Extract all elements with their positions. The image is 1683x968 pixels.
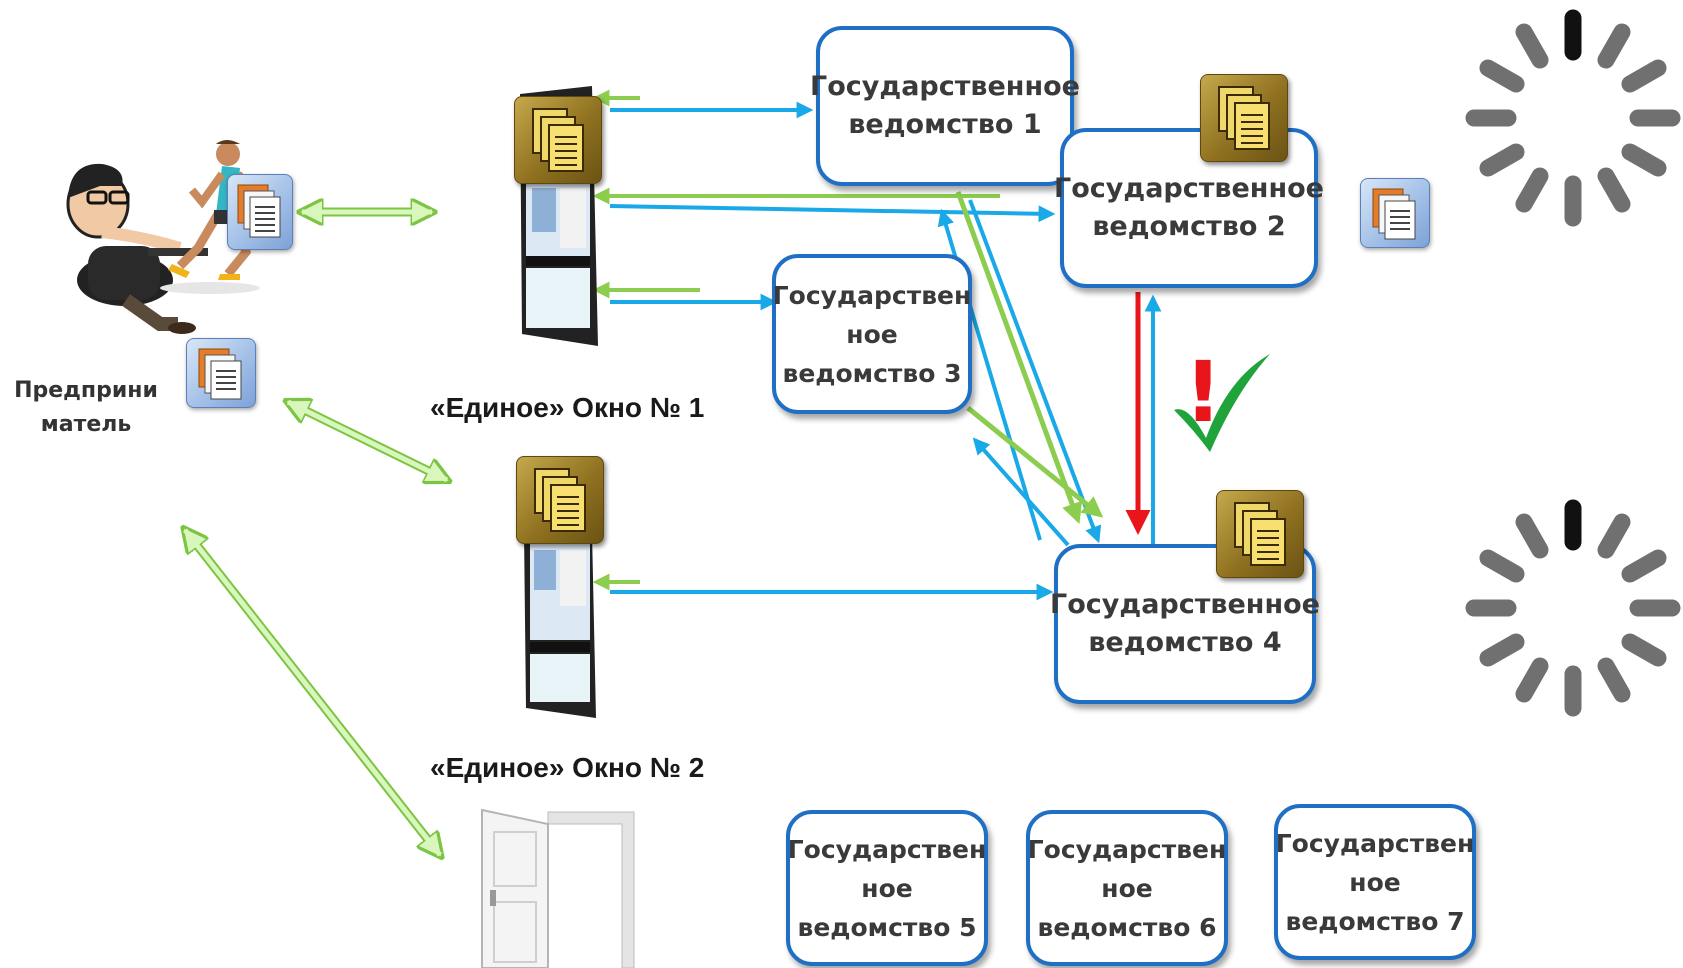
agency-4-label: Государственное ведомство 4 [1050, 589, 1320, 658]
person-window-arrows [185, 212, 447, 855]
agency-6-box: Государствен ное ведомство 6 [1026, 810, 1228, 966]
loading-spinner-icon [1465, 499, 1681, 717]
agency1-agency4-green-arrow [955, 191, 1083, 524]
agency-5-box: Государствен ное ведомство 5 [786, 810, 988, 966]
agency1-agency4-blue-arrow [968, 199, 1102, 544]
entrepreneur-icon [66, 140, 260, 334]
kiosk-icon [524, 532, 596, 718]
check-text: ✓ [0, 0, 1, 1]
document-stack-icon [514, 96, 602, 184]
document-stack-icon [1216, 490, 1304, 578]
door-icon [481, 808, 635, 968]
window1-caption: «Единое» Окно № 1 [430, 392, 705, 423]
document-stack-icon [1200, 74, 1288, 162]
loading-spinner-icon [1465, 9, 1681, 227]
window1-agency2-blue-arrow [609, 204, 1056, 223]
entrepreneur-label: Предприни матель [14, 378, 158, 437]
agency-6-label: Государствен ное ведомство 6 [1027, 834, 1227, 942]
agency-2-label: Государственное ведомство 2 [1054, 173, 1324, 242]
document-stack-icon [227, 174, 293, 250]
agency3-agency4-green-arrow [966, 406, 1104, 518]
document-stack-icon [186, 338, 256, 408]
agency-5-label: Государствен ное ведомство 5 [787, 834, 987, 942]
agency-7-label: Государствен ное ведомство 7 [1275, 828, 1475, 936]
check-icon [1174, 354, 1270, 452]
agency-3-box: Государствен ное ведомство 3 [772, 254, 972, 414]
agency-1-label: Государственное ведомство 1 [810, 71, 1080, 140]
document-stack-icon [1360, 178, 1430, 248]
agency-1-box: Государственное ведомство 1 [810, 26, 1080, 186]
document-stack-icon [516, 456, 604, 544]
agency-3-label: Государствен ное ведомство 3 [772, 280, 972, 388]
window2-caption: «Единое» Окно № 2 [430, 752, 705, 783]
agency4-agency3-blue-arrow [972, 437, 1070, 547]
agency-7-box: Государствен ное ведомство 7 [1274, 804, 1476, 960]
